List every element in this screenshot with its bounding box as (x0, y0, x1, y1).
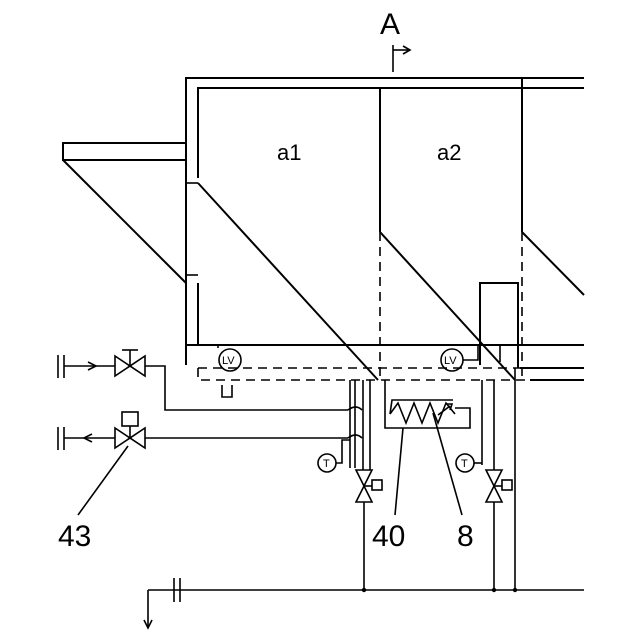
junction-left (362, 588, 366, 592)
level-instrument-a1-sensor (222, 385, 232, 397)
drain-valve-right-actuator (502, 480, 512, 490)
level-instrument-a1: LV (218, 345, 241, 397)
drain-valve-left-lower (356, 486, 372, 502)
inlet-pipe-to-tank (145, 366, 348, 410)
tank-body (186, 78, 584, 380)
outlet-line (58, 412, 348, 515)
inlet-chute (63, 143, 186, 283)
control-valve-43-actuator (122, 412, 138, 426)
junction-mid (492, 588, 496, 592)
heat-exchanger-coil (390, 403, 455, 423)
baffle-a3 (522, 232, 584, 295)
compartment-dividers (380, 78, 522, 380)
chute-slope (63, 160, 186, 283)
section-marker: A (380, 8, 410, 72)
callout-43-leader (78, 446, 128, 515)
drain-valve-right-lower (486, 486, 502, 502)
level-instrument-a1-label: LV (222, 355, 235, 367)
line-crossings (348, 380, 362, 468)
callout-40: 40 (372, 520, 405, 553)
heat-exchanger (385, 380, 470, 515)
callout-43: 43 (58, 520, 91, 553)
drain-valve-left-upper (356, 470, 372, 486)
drain-valve-left-actuator (372, 480, 382, 490)
callout-40-leader (395, 428, 403, 515)
junction-right (513, 588, 517, 592)
tank-outer-wall (186, 78, 584, 355)
section-marker-label: A (380, 8, 400, 41)
compartment-label-a1: a1 (277, 140, 301, 165)
level-instrument-a2-label: LV (444, 355, 457, 367)
bottom-channel (198, 368, 584, 380)
sloped-baffles (198, 183, 584, 380)
drain-branch-right: T (456, 368, 515, 590)
chute-top-plate (63, 143, 186, 160)
temperature-sensor-left-link (336, 440, 350, 463)
channel-hidden-outline (198, 368, 584, 380)
temperature-sensor-right-label: T (461, 458, 468, 470)
tank-inner-wall (198, 88, 584, 178)
overflow-box (480, 283, 518, 368)
callout-8: 8 (457, 520, 474, 553)
compartment-label-a2: a2 (437, 140, 461, 165)
drain-valve-right-upper (486, 470, 502, 486)
level-instrument-a2: LV (441, 345, 500, 371)
level-instrument-a2-connection (463, 345, 500, 362)
temperature-sensor-left-label: T (323, 458, 330, 470)
